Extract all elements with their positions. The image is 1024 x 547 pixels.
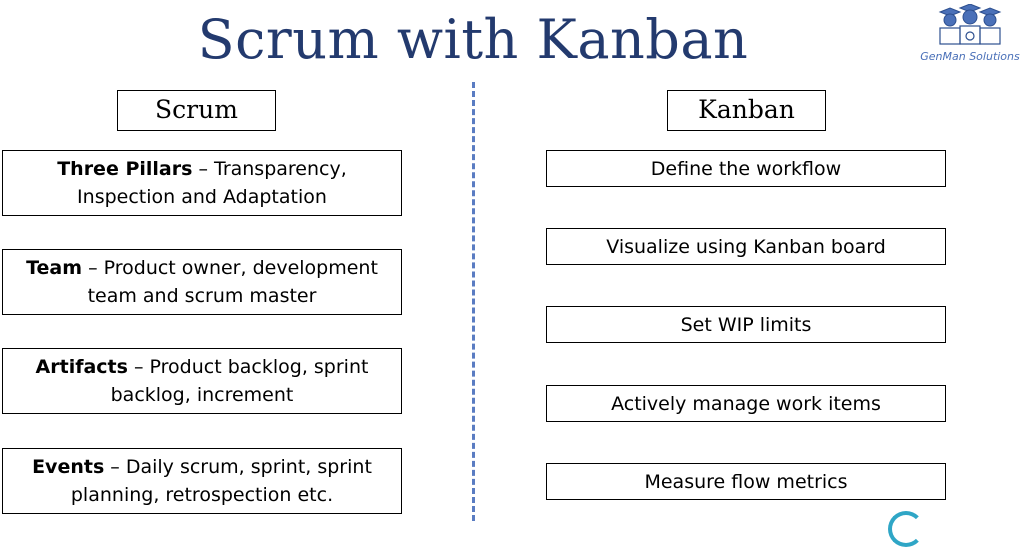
- scrum-item-text: – Product owner, development team and sc…: [82, 257, 378, 307]
- scrum-item-events: Events – Daily scrum, sprint, sprint pla…: [2, 448, 402, 514]
- scrum-item-text: – Product backlog, sprint backlog, incre…: [110, 356, 369, 406]
- kanban-item: Actively manage work items: [546, 385, 946, 422]
- kanban-item: Set WIP limits: [546, 306, 946, 343]
- scrum-item-bold: Artifacts: [35, 356, 128, 378]
- scrum-item-artifacts: Artifacts – Product backlog, sprint back…: [2, 348, 402, 414]
- scrum-item-three-pillars: Three Pillars – Transparency, Inspection…: [2, 150, 402, 216]
- kanban-item: Visualize using Kanban board: [546, 228, 946, 265]
- decorative-arc-icon: [888, 511, 924, 547]
- scrum-item-text: – Transparency, Inspection and Adaptatio…: [77, 158, 347, 208]
- column-divider: [472, 82, 475, 521]
- scrum-item-bold: Events: [32, 456, 105, 478]
- scrum-item-text: – Daily scrum, sprint, sprint planning, …: [70, 456, 372, 506]
- kanban-item: Define the workflow: [546, 150, 946, 187]
- logo: GenMan Solutions: [916, 3, 1024, 66]
- scrum-item-bold: Three Pillars: [57, 158, 193, 180]
- kanban-header: Kanban: [667, 90, 826, 131]
- logo-text: GenMan Solutions: [920, 50, 1020, 63]
- page-title: Scrum with Kanban: [197, 8, 749, 71]
- kanban-item: Measure flow metrics: [546, 463, 946, 500]
- graduates-icon: [938, 3, 1002, 45]
- scrum-item-bold: Team: [26, 257, 83, 279]
- scrum-item-team: Team – Product owner, development team a…: [2, 249, 402, 315]
- scrum-header: Scrum: [117, 90, 276, 131]
